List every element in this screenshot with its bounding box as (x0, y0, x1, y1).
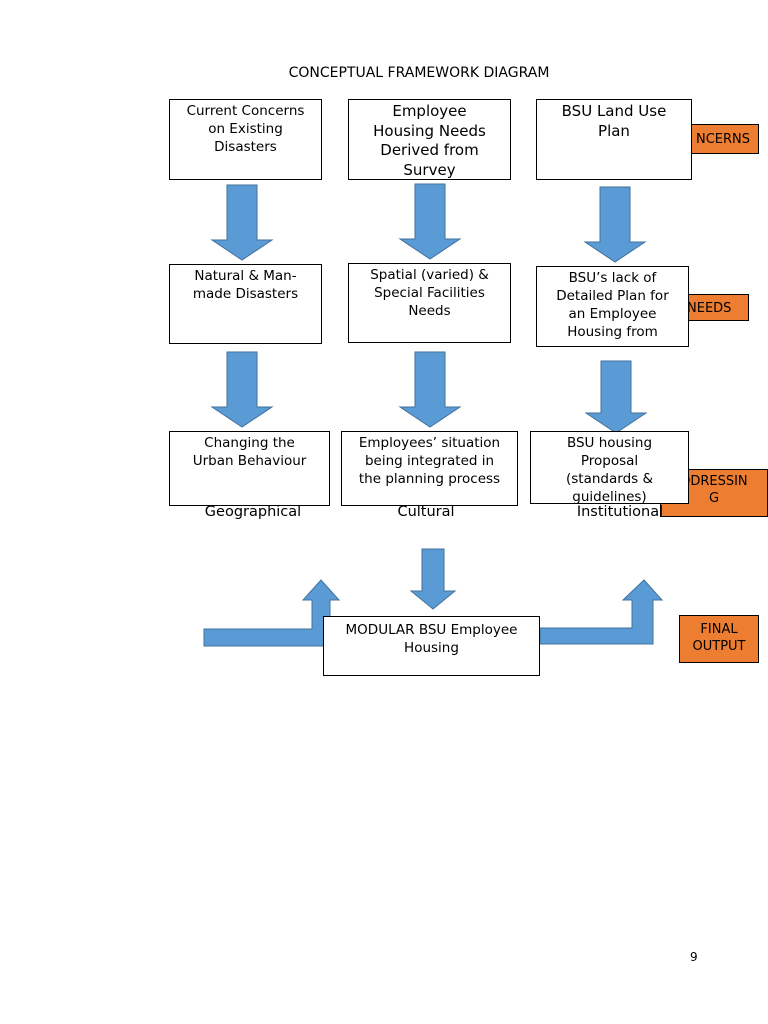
label-geographical: Geographical (204, 504, 302, 520)
arrow-down-c1-2 (210, 351, 274, 428)
arrow-down-c1-1 (210, 184, 274, 261)
arrow-down-c2-1 (398, 183, 462, 260)
box-employee-housing-needs: Employee Housing Needs Derived from Surv… (348, 99, 511, 180)
box-housing-proposal: BSU housing Proposal (standards & guidel… (530, 431, 689, 504)
box-employees-situation: Employees’ situation being integrated in… (341, 431, 518, 506)
box-lack-of-plan: BSU’s lack of Detailed Plan for an Emplo… (536, 266, 689, 347)
arrow-elbow-left (203, 579, 341, 647)
page-number: 9 (690, 950, 698, 964)
box-natural-disasters: Natural & Man- made Disasters (169, 264, 322, 344)
box-spatial-needs: Spatial (varied) & Special Facilities Ne… (348, 263, 511, 343)
label-institutional: Institutional (576, 504, 664, 520)
box-final-output: MODULAR BSU Employee Housing (323, 616, 540, 676)
arrow-down-c3-1 (583, 186, 647, 263)
arrow-down-c2-2 (398, 351, 462, 428)
box-current-concerns: Current Concerns on Existing Disasters (169, 99, 322, 180)
label-cultural: Cultural (397, 504, 455, 520)
arrow-down-c3-2 (584, 360, 648, 434)
box-land-use-plan: BSU Land Use Plan (536, 99, 692, 180)
arrow-elbow-right (539, 579, 664, 645)
diagram-title: CONCEPTUAL FRAMEWORK DIAGRAM (288, 65, 550, 81)
box-urban-behaviour: Changing the Urban Behaviour (169, 431, 330, 506)
tag-final-output: FINAL OUTPUT (679, 615, 759, 663)
arrow-down-final (409, 548, 457, 610)
